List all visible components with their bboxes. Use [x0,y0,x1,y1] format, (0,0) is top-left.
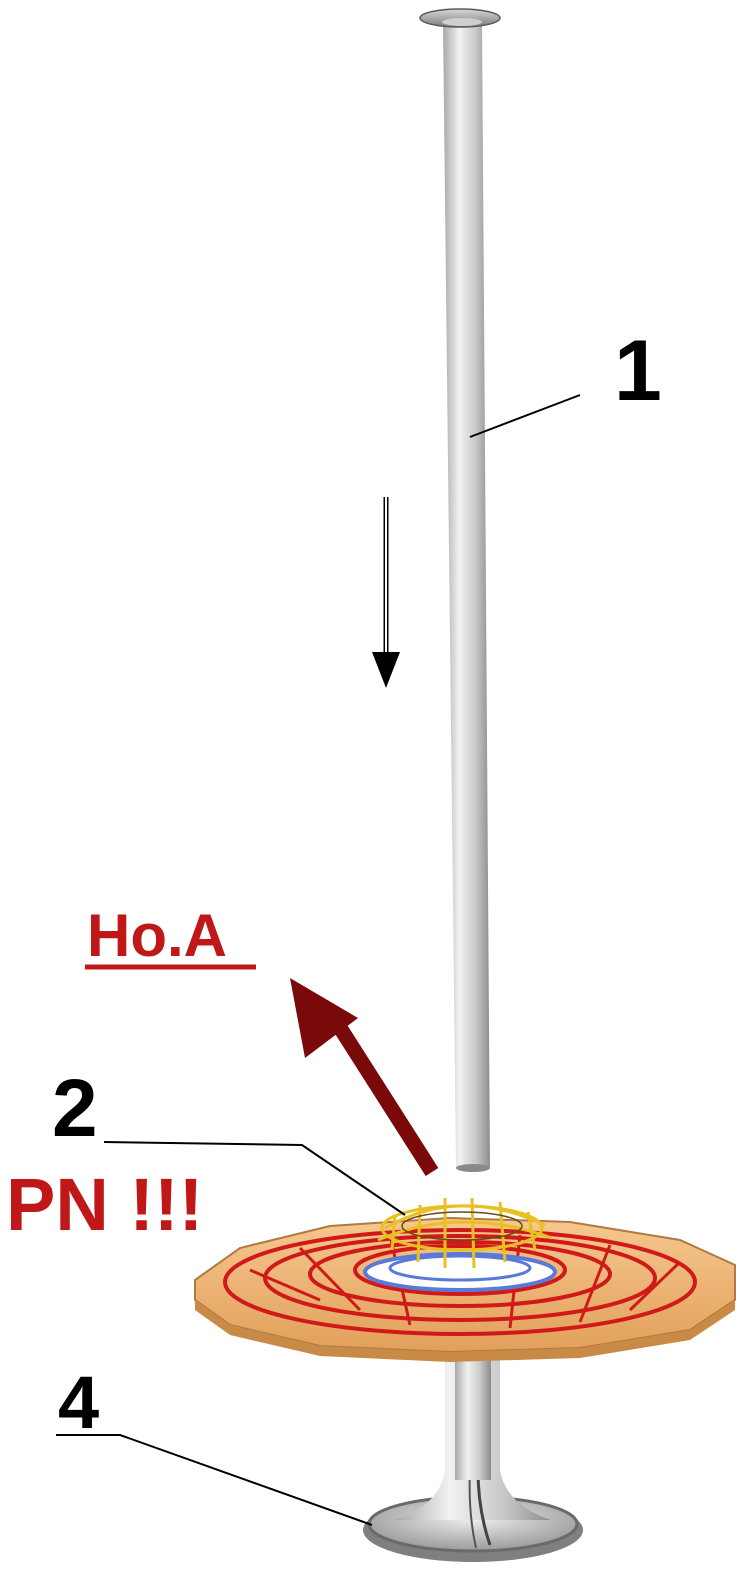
rod-shaft [443,22,490,1168]
base-stand [363,1330,583,1562]
label-part-1: 1 [614,323,662,419]
label-part-4: 4 [58,1361,99,1444]
leader-line-4 [56,1434,373,1526]
leader-line-1 [469,394,581,438]
disc-assembly [194,1197,736,1362]
label-pn: PN !!! [6,1163,203,1246]
yellow-dome-grid [377,1197,553,1269]
label-part-2: 2 [52,1063,98,1154]
leader-line-2 [103,1141,406,1216]
leader-lines [56,394,581,1526]
label-ho-a: Ho.A [87,902,227,969]
red-arrow-icon [290,978,439,1177]
down-arrow-icon [372,497,400,688]
main-rod [419,8,501,1172]
